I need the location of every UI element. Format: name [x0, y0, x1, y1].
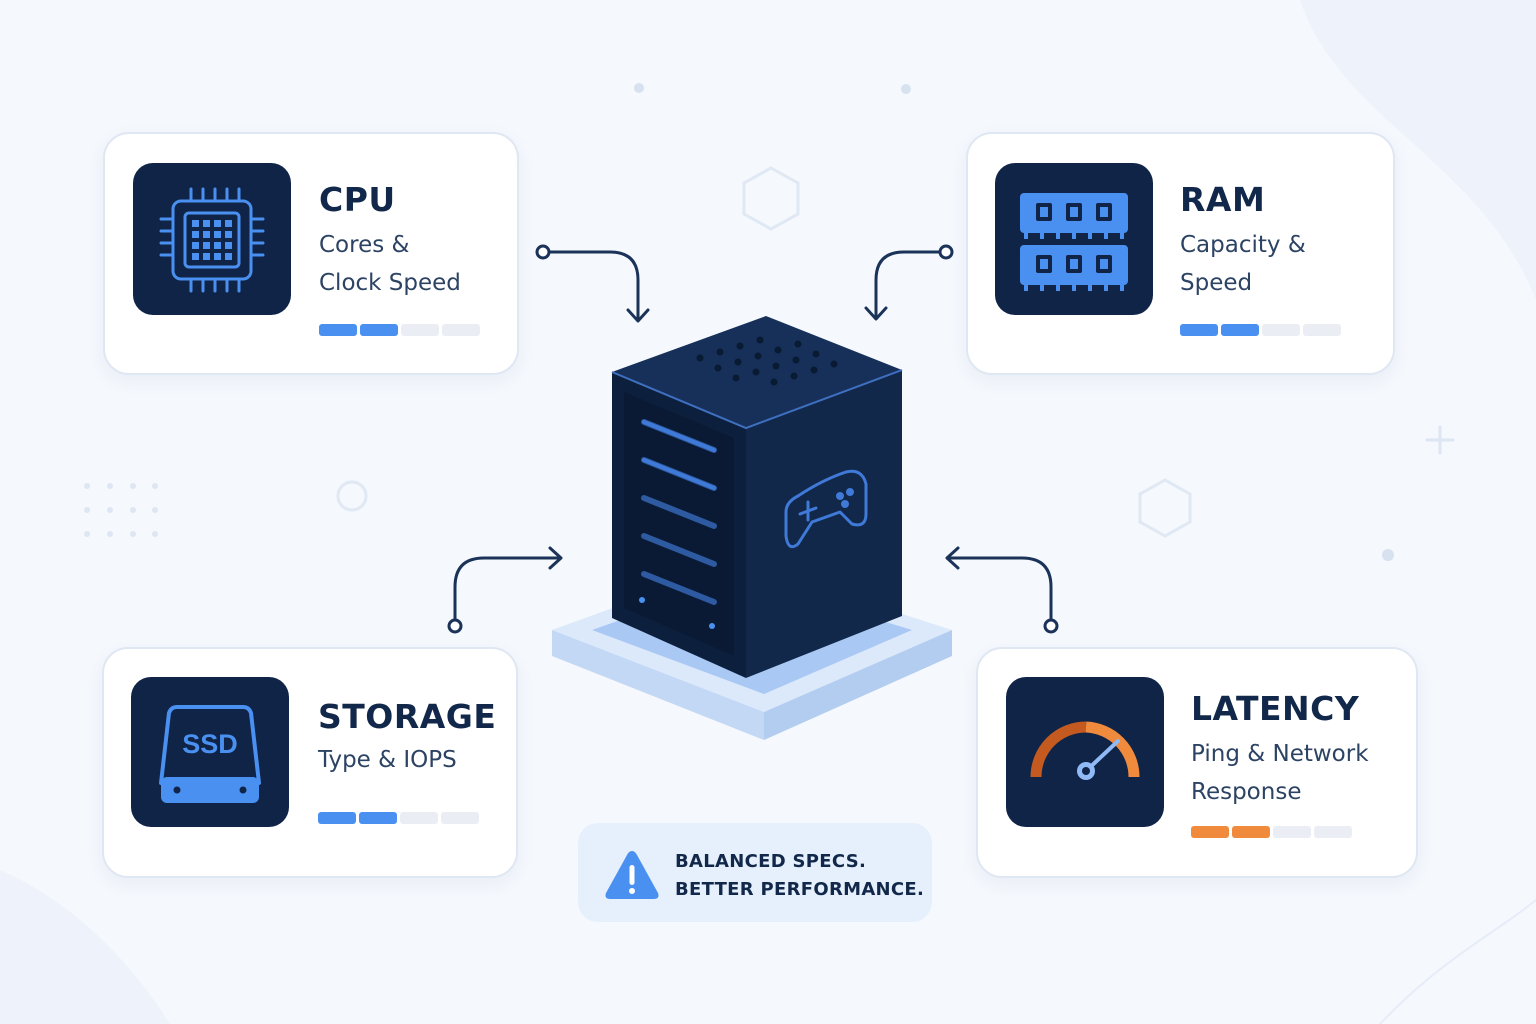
cpu-connector-arrow: [535, 244, 650, 323]
meter-segment: [1273, 826, 1311, 838]
warning-triangle-icon: [605, 851, 659, 899]
storage-connector-arrow: [447, 546, 563, 634]
card-description: Capacity & Speed: [1180, 232, 1306, 296]
ram-module-icon: [1020, 193, 1128, 291]
storage-card: SSD STORAGE Type & IOPS: [102, 647, 518, 878]
latency-icon-tile: [1006, 677, 1164, 827]
cpu-chip-icon: [159, 187, 265, 293]
meter-segment: [1180, 324, 1218, 336]
latency-card: LATENCY Ping & Network Response: [976, 647, 1418, 878]
meter-segment: [1191, 826, 1229, 838]
meter-segment: [1232, 826, 1270, 838]
ram-level-meter: [1180, 324, 1341, 336]
callout-line-2: BETTER PERFORMANCE.: [675, 879, 925, 900]
ram-icon-tile: [995, 163, 1153, 315]
card-title: RAM: [1180, 180, 1266, 219]
ssd-label: SSD: [182, 729, 238, 759]
cpu-card: CPU Cores & Clock Speed: [103, 132, 519, 375]
meter-segment: [359, 812, 397, 824]
speedometer-gauge-icon: [1030, 721, 1140, 780]
meter-segment: [1221, 324, 1259, 336]
card-description: Cores & Clock Speed: [319, 232, 461, 296]
gaming-server-icon: [552, 316, 952, 740]
meter-segment: [442, 324, 480, 336]
meter-segment: [360, 324, 398, 336]
card-title: LATENCY: [1191, 689, 1360, 728]
meter-segment: [1314, 826, 1352, 838]
card-description: Ping & Network Response: [1191, 741, 1369, 805]
card-description: Type & IOPS: [318, 747, 457, 773]
ram-connector-arrow: [864, 244, 954, 321]
gamepad-icon: [784, 469, 868, 549]
meter-segment: [318, 812, 356, 824]
card-title: STORAGE: [318, 697, 497, 736]
meter-segment: [1303, 324, 1341, 336]
meter-segment: [401, 324, 439, 336]
callout-line-1: BALANCED SPECS.: [675, 851, 867, 872]
callout-banner: BALANCED SPECS. BETTER PERFORMANCE.: [578, 823, 932, 922]
storage-level-meter: [318, 812, 479, 824]
meter-segment: [319, 324, 357, 336]
cpu-level-meter: [319, 324, 480, 336]
ssd-drive-icon: SSD: [159, 705, 261, 803]
card-title: CPU: [319, 180, 396, 219]
ram-card: RAM Capacity & Speed: [966, 132, 1395, 375]
meter-segment: [400, 812, 438, 824]
latency-level-meter: [1191, 826, 1352, 838]
meter-segment: [1262, 324, 1300, 336]
cpu-icon-tile: [133, 163, 291, 315]
latency-connector-arrow: [945, 546, 1059, 634]
meter-segment: [441, 812, 479, 824]
storage-icon-tile: SSD: [131, 677, 289, 827]
